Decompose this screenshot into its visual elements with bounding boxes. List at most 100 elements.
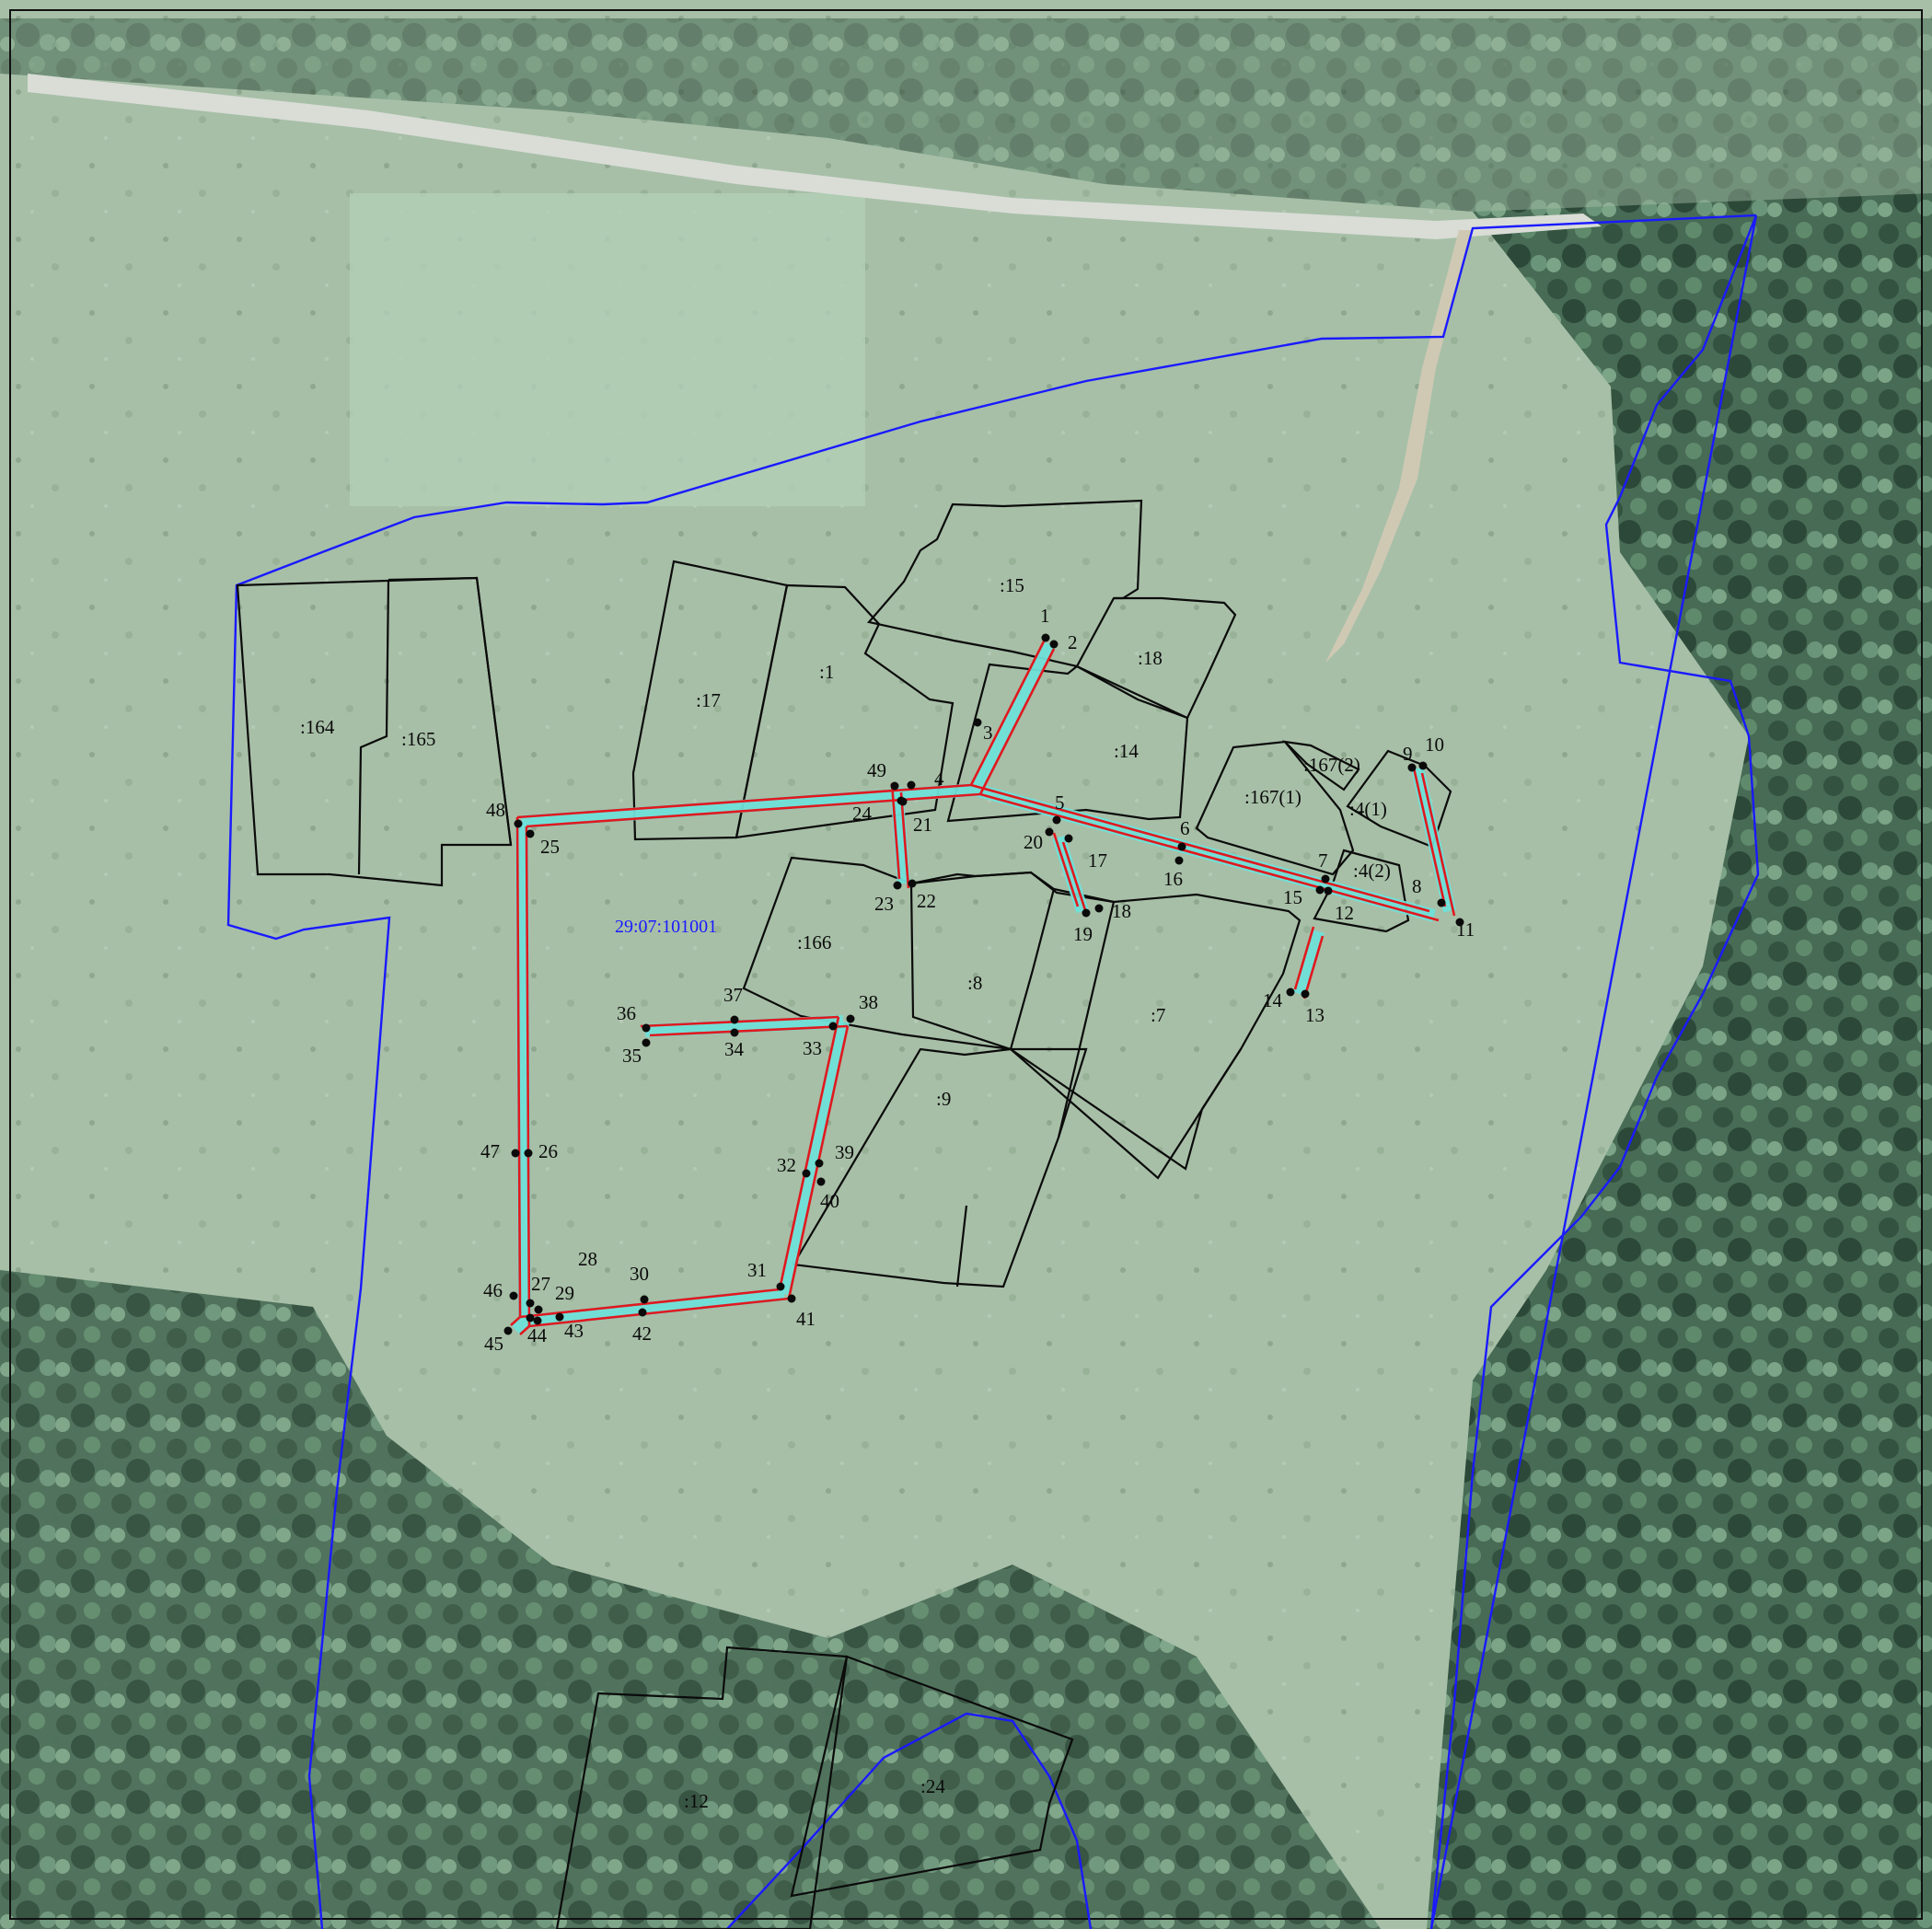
- survey-point-label: 20: [1024, 831, 1043, 853]
- corridor-edge-line: [1052, 832, 1080, 907]
- corridor-edge-line: [519, 1288, 781, 1319]
- survey-point-12: [1324, 886, 1333, 895]
- parcel-label: :164: [300, 716, 335, 738]
- survey-point-label: 34: [724, 1038, 745, 1060]
- corridor-edge-line: [510, 1316, 521, 1326]
- survey-point-label: 44: [527, 1324, 548, 1346]
- forest-north: [0, 18, 1932, 221]
- corridor-segment-fill: [515, 821, 531, 1323]
- survey-point-label: 13: [1305, 1004, 1325, 1026]
- survey-point-label: 8: [1412, 875, 1422, 897]
- parcel-label: :4(1): [1349, 798, 1387, 820]
- quarter-boundary: [226, 214, 1760, 1929]
- survey-point-label: 39: [835, 1141, 854, 1163]
- survey-point-37: [730, 1015, 739, 1024]
- parcel-boundaries: [236, 499, 1452, 1929]
- corridor-edge-line: [1302, 935, 1325, 999]
- survey-point-15: [1315, 885, 1325, 895]
- quarter-boundary-south: [726, 1712, 1093, 1929]
- survey-point-34: [730, 1028, 739, 1037]
- parcel-label: :1: [819, 661, 834, 683]
- survey-point-label: 46: [483, 1279, 503, 1301]
- survey-point-label: 27: [531, 1273, 550, 1295]
- survey-point-14: [1286, 988, 1295, 997]
- survey-point-2: [1049, 640, 1059, 649]
- corridor-edge-line: [516, 783, 972, 819]
- survey-point-label: 22: [917, 890, 936, 912]
- survey-point-label: 38: [859, 991, 878, 1013]
- survey-point-1: [1041, 633, 1050, 642]
- utility-corridor: [510, 639, 1456, 1335]
- corridor-segment-fill: [969, 641, 1056, 793]
- survey-point-29: [534, 1305, 543, 1314]
- survey-point-43: [555, 1312, 564, 1322]
- survey-point-38: [846, 1014, 855, 1023]
- dirt-road: [1325, 230, 1473, 663]
- field-light: [350, 193, 865, 506]
- parcel-label: :4(2): [1353, 860, 1391, 882]
- survey-point-41: [787, 1294, 796, 1303]
- survey-point-36: [642, 1023, 651, 1033]
- survey-point-label: 21: [913, 814, 932, 836]
- survey-point-label: 28: [578, 1248, 597, 1270]
- forest-south: [0, 1270, 1381, 1929]
- parcel-label: :165: [401, 728, 435, 750]
- survey-point-22: [908, 879, 917, 888]
- survey-point-3: [973, 718, 982, 727]
- survey-point-11: [1455, 918, 1464, 927]
- survey-point-label: 6: [1180, 817, 1190, 839]
- parcel-label: :12: [684, 1790, 709, 1812]
- survey-point-label: 11: [1456, 918, 1475, 941]
- corridor-edge-line: [778, 1016, 840, 1290]
- survey-point-10: [1418, 761, 1428, 770]
- survey-point-23: [893, 881, 902, 890]
- parcel-label: :24: [920, 1775, 945, 1797]
- survey-point-label: 36: [617, 1002, 636, 1024]
- survey-point-label: 26: [538, 1140, 558, 1162]
- corridor-edge-line: [649, 1024, 849, 1037]
- corridor-edge-line: [1420, 772, 1456, 917]
- corridor-edge-line: [515, 816, 522, 1318]
- corridor-segment-fill: [1052, 835, 1089, 914]
- survey-point-13: [1301, 989, 1310, 999]
- survey-point-16: [1174, 856, 1184, 865]
- survey-point-42: [638, 1308, 647, 1317]
- survey-point-label: 14: [1263, 989, 1283, 1011]
- survey-point-label: 42: [632, 1323, 652, 1345]
- survey-point-label: 2: [1068, 631, 1078, 653]
- corridor-edge-line: [1061, 841, 1089, 917]
- survey-point-26: [524, 1149, 533, 1158]
- survey-point-label: 4: [934, 768, 944, 790]
- survey-point-label: 49: [867, 759, 886, 781]
- corridor-edge-line: [969, 639, 1047, 786]
- corridor-edge-line: [528, 1297, 790, 1328]
- survey-point-label: 30: [630, 1263, 649, 1285]
- survey-point-label: 32: [777, 1154, 796, 1176]
- corridor-edge-line: [899, 791, 910, 889]
- survey-point-20: [1045, 827, 1054, 837]
- survey-point-32: [802, 1169, 811, 1178]
- survey-point-30: [640, 1295, 649, 1304]
- corridor-edge-line: [1293, 926, 1315, 990]
- corridor-edge-line: [890, 782, 901, 880]
- survey-point-17: [1064, 834, 1073, 843]
- survey-point-7: [1321, 874, 1330, 884]
- corridor-edge-line: [525, 826, 531, 1327]
- parcel-label: :7: [1151, 1004, 1165, 1026]
- survey-point-35: [642, 1038, 651, 1047]
- corridor-edge-line: [519, 1325, 530, 1335]
- corridor-edge-line: [970, 783, 1430, 913]
- forest-east: [1427, 193, 1932, 1929]
- survey-point-label: 12: [1335, 902, 1354, 924]
- survey-point-label: 23: [874, 893, 894, 915]
- corridor-edge-line: [978, 648, 1056, 795]
- survey-point-4: [907, 780, 916, 790]
- corridor-segment-fill: [1411, 767, 1456, 913]
- corridor-segment-fill: [524, 1288, 785, 1328]
- survey-point-label: 18: [1112, 900, 1131, 922]
- parcel-labels: :15:18:1:17:164:165:14:167(2):4(1):167(1…: [300, 574, 1391, 1812]
- survey-point-label: 29: [555, 1282, 574, 1304]
- survey-point-label: 10: [1425, 733, 1444, 756]
- survey-point-label: 1: [1040, 605, 1050, 627]
- corridor-segment-fill: [644, 1015, 844, 1037]
